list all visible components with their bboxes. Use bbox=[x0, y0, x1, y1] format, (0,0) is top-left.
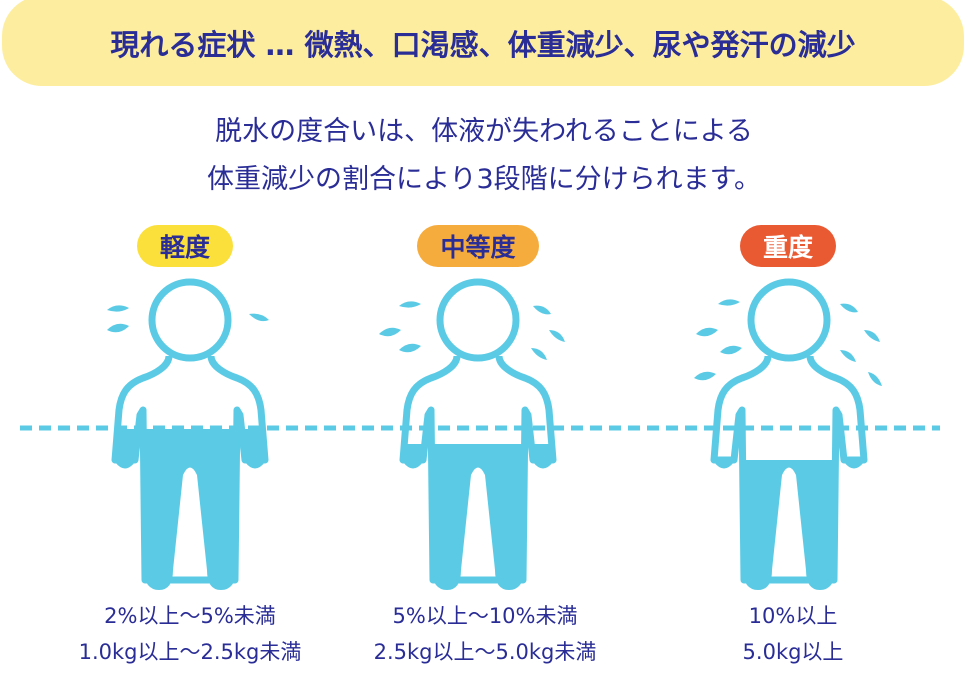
symptoms-banner: 現れる症状 … 微熱、口渇感、体重減少、尿や発汗の減少 bbox=[2, 0, 964, 86]
percent-range: 10%以上 bbox=[748, 604, 838, 628]
weight-range: 1.0kg以上〜2.5kg未満 bbox=[78, 640, 302, 664]
person-icon-severe bbox=[694, 278, 882, 590]
badge-mild: 軽度 bbox=[137, 225, 233, 267]
intro-text: 脱水の度合いは、体液が失われることによる 体重減少の割合により3段階に分けられま… bbox=[0, 108, 968, 204]
person-icon-moderate bbox=[379, 278, 565, 590]
percent-range: 5%以上〜10%未満 bbox=[392, 604, 578, 628]
badge-moderate: 中等度 bbox=[417, 225, 539, 267]
water-level-dashed-line bbox=[20, 425, 940, 431]
person-icon-mild bbox=[107, 278, 269, 590]
stage-severe-values: 10%以上 5.0kg以上 bbox=[648, 598, 938, 670]
intro-line-1: 脱水の度合いは、体液が失われることによる bbox=[215, 116, 753, 147]
percent-range: 2%以上〜5%未満 bbox=[104, 604, 276, 628]
weight-range: 2.5kg以上〜5.0kg未満 bbox=[373, 640, 597, 664]
weight-range: 5.0kg以上 bbox=[742, 640, 844, 664]
symptoms-title: 現れる症状 … 微熱、口渇感、体重減少、尿や発汗の減少 bbox=[110, 28, 856, 62]
stage-mild-values: 2%以上〜5%未満 1.0kg以上〜2.5kg未満 bbox=[45, 598, 335, 670]
intro-line-2: 体重減少の割合により3段階に分けられます。 bbox=[207, 164, 761, 195]
badge-severe: 重度 bbox=[740, 225, 836, 267]
stage-moderate-values: 5%以上〜10%未満 2.5kg以上〜5.0kg未満 bbox=[340, 598, 630, 670]
